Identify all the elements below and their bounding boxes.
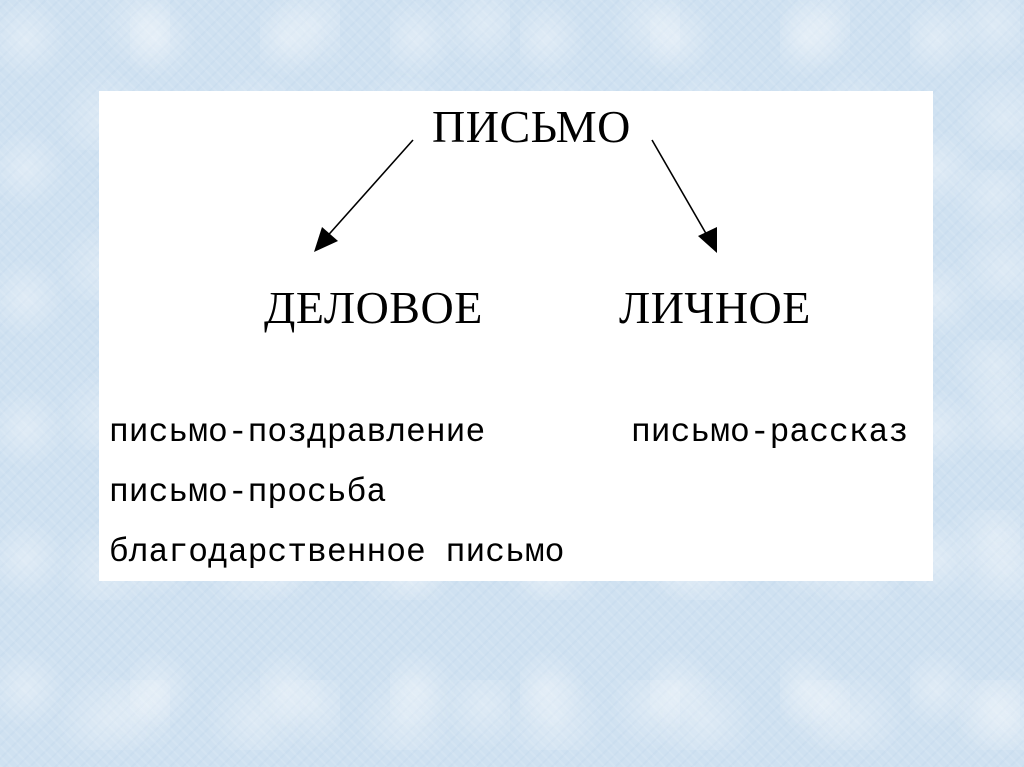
arrow-right-icon [651,139,717,253]
diagram-panel: ПИСЬМО ДЕЛОВОЕ ЛИЧНОЕ письмо-поздравлени… [99,91,933,581]
category-business: ДЕЛОВОЕ [264,282,483,333]
business-item-thanks: благодарственное письмо [109,534,565,571]
category-personal: ЛИЧНОЕ [619,282,811,333]
root-label: ПИСЬМО [432,101,631,152]
arrows [314,139,717,253]
business-item-greeting: письмо-поздравление [109,414,486,451]
business-item-request: письмо-просьба [109,474,387,511]
personal-item-story: письмо-рассказ [631,414,909,451]
arrow-left-icon [314,139,414,252]
